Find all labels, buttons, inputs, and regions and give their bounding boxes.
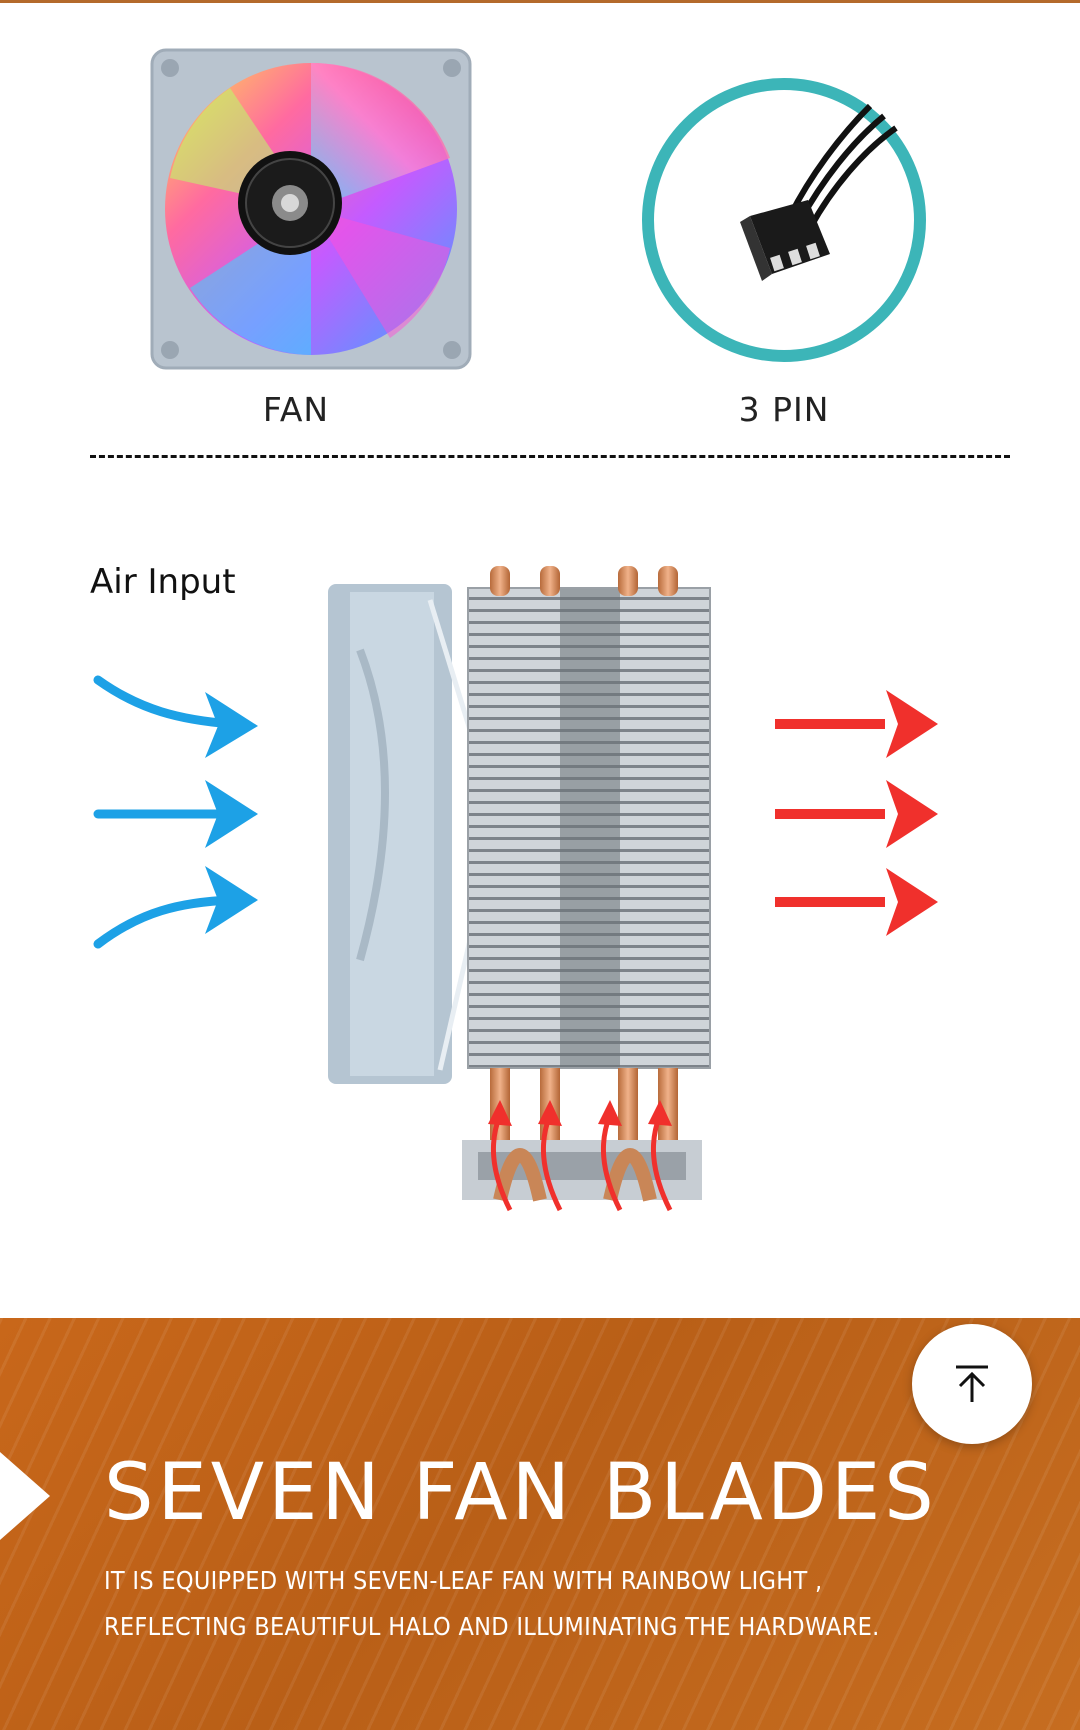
banner-title: SEVEN FAN BLADES [104, 1448, 938, 1538]
airflow-diagram [93, 566, 938, 1212]
top-border [0, 0, 1080, 3]
arrow-up-to-top-icon [956, 1365, 988, 1402]
exhaust-arrowheads [886, 690, 938, 936]
intake-arrowheads [205, 692, 258, 934]
banner-texture [0, 1318, 1080, 1730]
3-pin-label: 3 PIN [738, 390, 830, 429]
3-pin-connector-image [642, 78, 926, 362]
banner-description: IT IS EQUIPPED WITH SEVEN-LEAF FAN WITH … [104, 1566, 880, 1641]
rgb-fan-image [150, 48, 472, 370]
feature-banner: SEVEN FAN BLADES IT IS EQUIPPED WITH SEV… [0, 1318, 1080, 1730]
intake-arrows [93, 675, 237, 949]
fan-label: FAN [262, 390, 330, 429]
dashed-divider [90, 455, 1010, 458]
play-triangle-icon [0, 1452, 50, 1540]
air-input-label: Air Input [90, 562, 236, 602]
exhaust-arrows [775, 719, 885, 907]
scroll-to-top-button[interactable] [912, 1324, 1032, 1444]
